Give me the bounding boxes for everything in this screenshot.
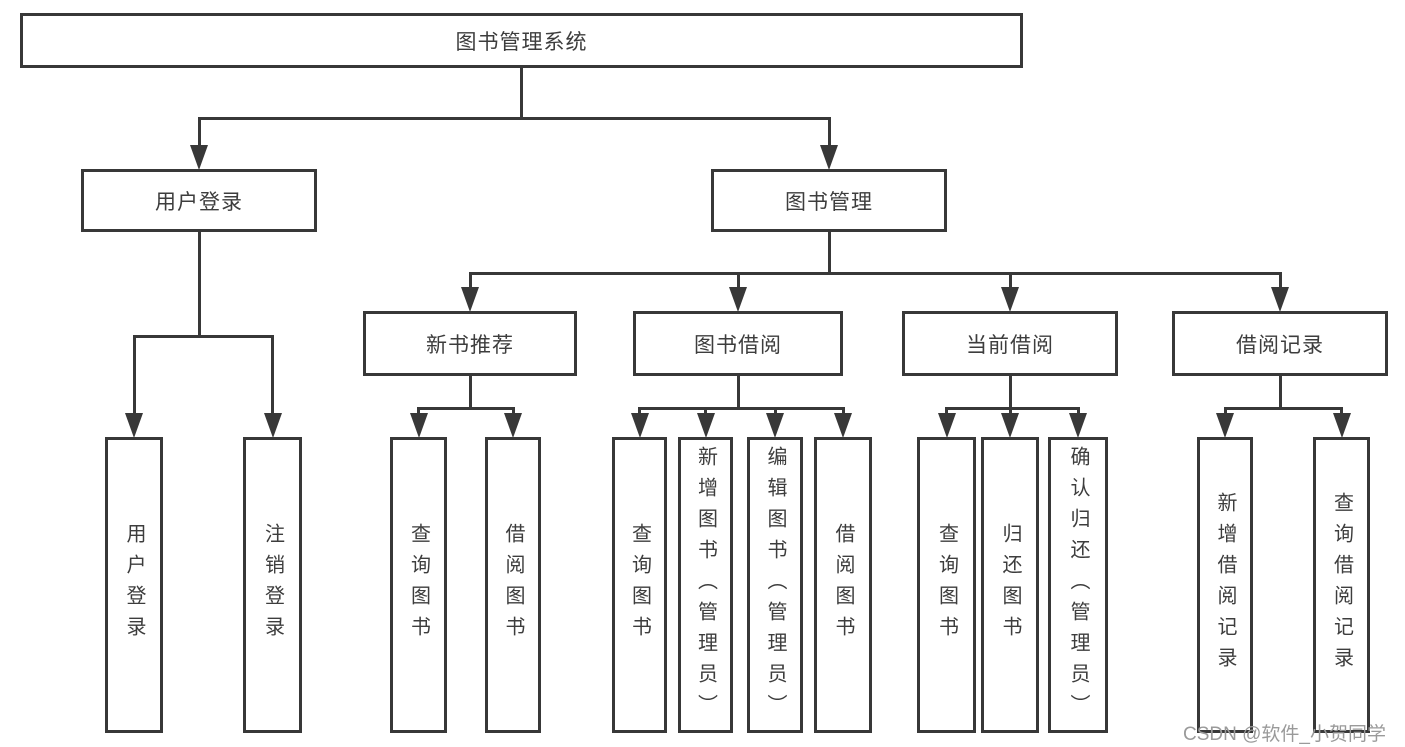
arrowhead-down-icon xyxy=(820,145,838,170)
arrowhead-down-icon xyxy=(125,413,143,438)
node-label: 借阅图书 xyxy=(502,523,524,647)
watermark: CSDN @软件_小贺同学 xyxy=(1183,724,1386,745)
node-label: 用户登录 xyxy=(155,190,243,214)
node-label: 查询图书 xyxy=(935,523,958,647)
node-query-book-b: 查询图书 xyxy=(612,437,667,733)
arrowhead-down-icon xyxy=(1216,413,1234,438)
arrowhead-down-icon xyxy=(504,413,522,438)
node-label: 图书管理 xyxy=(785,190,873,214)
connector-line xyxy=(468,376,472,408)
node-query-borrow-record: 查询借阅记录 xyxy=(1313,437,1370,733)
node-root: 图书管理系统 xyxy=(20,13,1023,68)
node-logout-leaf: 注销登录 xyxy=(243,437,302,733)
connector-line xyxy=(773,408,777,414)
node-borrow-book-a: 借阅图书 xyxy=(485,437,541,733)
connector-line xyxy=(1278,273,1282,288)
node-label: 归还图书 xyxy=(999,523,1021,647)
arrowhead-down-icon xyxy=(834,413,852,438)
node-login-leaf: 用户登录 xyxy=(105,437,163,733)
node-label: 查询图书 xyxy=(407,523,430,647)
connector-line xyxy=(197,232,201,336)
node-label: 查询图书 xyxy=(628,523,651,647)
connector-line xyxy=(417,406,515,410)
arrowhead-down-icon xyxy=(937,413,956,438)
connector-line xyxy=(417,408,420,414)
arrowhead-down-icon xyxy=(461,287,479,312)
node-label: 注销登录 xyxy=(261,523,284,647)
arrowhead-down-icon xyxy=(263,413,282,438)
arrowhead-down-icon xyxy=(1069,413,1087,438)
connector-line xyxy=(841,408,845,414)
connector-line xyxy=(468,273,472,288)
node-confirm-return: 确认归还（管理员） xyxy=(1048,437,1108,733)
arrowhead-down-icon xyxy=(1001,287,1019,312)
node-label: 新书推荐 xyxy=(426,333,514,357)
connector-line xyxy=(1223,406,1343,410)
node-label: 用户登录 xyxy=(123,523,145,647)
node-label: 借阅记录 xyxy=(1236,333,1324,357)
connector-line xyxy=(511,408,515,414)
node-query-book-c: 查询图书 xyxy=(917,437,976,733)
connector-line xyxy=(704,408,707,414)
arrowhead-down-icon xyxy=(729,287,747,312)
connector-line xyxy=(827,232,831,273)
connector-line xyxy=(197,116,831,120)
connector-line xyxy=(638,406,845,410)
node-borrow-book-b: 借阅图书 xyxy=(814,437,872,733)
connector-line xyxy=(1008,376,1012,408)
arrowhead-down-icon xyxy=(766,413,784,438)
node-query-book-a: 查询图书 xyxy=(390,437,447,733)
arrowhead-down-icon xyxy=(1332,413,1351,438)
connector-line xyxy=(1278,376,1282,408)
connector-line xyxy=(945,408,948,414)
connector-line xyxy=(945,406,1080,410)
node-new-book-rec: 新书推荐 xyxy=(363,311,577,376)
node-label: 编辑图书（管理员） xyxy=(764,445,786,725)
arrowhead-down-icon xyxy=(696,413,715,438)
connector-line xyxy=(468,271,1282,275)
connector-line xyxy=(1008,273,1012,288)
node-label: 新增借阅记录 xyxy=(1214,492,1236,678)
connector-line xyxy=(1076,408,1080,414)
connector-line xyxy=(736,273,740,288)
connector-line xyxy=(736,376,740,408)
arrowhead-down-icon xyxy=(1001,413,1019,438)
node-borrow-record: 借阅记录 xyxy=(1172,311,1388,376)
connector-line xyxy=(197,118,201,146)
connector-line xyxy=(520,68,523,118)
connector-line xyxy=(1340,408,1343,414)
node-label: 图书借阅 xyxy=(694,333,782,357)
arrowhead-down-icon xyxy=(1271,287,1289,312)
connector-line xyxy=(271,336,274,414)
connector-line xyxy=(1223,408,1227,414)
node-label: 确认归还（管理员） xyxy=(1067,445,1089,725)
node-add-book: 新增图书（管理员） xyxy=(678,437,733,733)
node-edit-book: 编辑图书（管理员） xyxy=(747,437,803,733)
node-label: 新增图书（管理员） xyxy=(694,445,717,725)
node-label: 查询借阅记录 xyxy=(1330,492,1353,678)
arrowhead-down-icon xyxy=(409,413,428,438)
node-label: 当前借阅 xyxy=(966,333,1054,357)
connector-line xyxy=(132,334,274,338)
node-label: 图书管理系统 xyxy=(455,30,588,54)
node-return-book: 归还图书 xyxy=(981,437,1039,733)
connector-line xyxy=(132,336,136,414)
arrowhead-down-icon xyxy=(630,413,649,438)
connector-line xyxy=(638,408,641,414)
node-book-borrow: 图书借阅 xyxy=(633,311,843,376)
node-current-borrow: 当前借阅 xyxy=(902,311,1118,376)
connector-line xyxy=(827,118,831,146)
node-user-login: 用户登录 xyxy=(81,169,317,232)
node-book-mgmt: 图书管理 xyxy=(711,169,947,232)
node-add-borrow-record: 新增借阅记录 xyxy=(1197,437,1253,733)
arrowhead-down-icon xyxy=(190,145,208,170)
connector-line xyxy=(1008,408,1012,414)
node-label: 借阅图书 xyxy=(832,523,854,647)
